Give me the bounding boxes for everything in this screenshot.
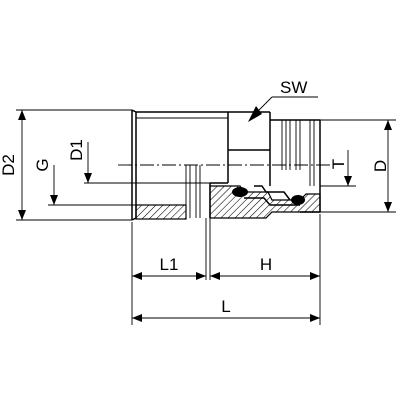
d-label: D	[371, 160, 390, 172]
sw-label: SW	[280, 78, 307, 97]
l-dimension	[132, 314, 320, 322]
g-dimension	[48, 165, 136, 206]
h-label: H	[260, 255, 272, 274]
section-hatching	[135, 185, 321, 220]
t-label: T	[329, 159, 348, 169]
o-ring-right	[291, 195, 305, 205]
h-dimension	[210, 272, 320, 280]
l-label: L	[221, 297, 230, 316]
l1-dimension	[132, 272, 206, 280]
t-dimension	[320, 150, 356, 187]
extension-lines	[131, 214, 321, 325]
d1-dimension	[84, 142, 210, 184]
d2-label: D2	[0, 154, 18, 176]
g-label: G	[33, 158, 52, 171]
d-dimension	[320, 119, 396, 213]
o-ring-left	[232, 187, 248, 197]
sw-leader	[248, 96, 318, 122]
d1-label: D1	[67, 139, 86, 161]
l1-label: L1	[160, 255, 179, 274]
d2-dimension	[16, 109, 132, 221]
